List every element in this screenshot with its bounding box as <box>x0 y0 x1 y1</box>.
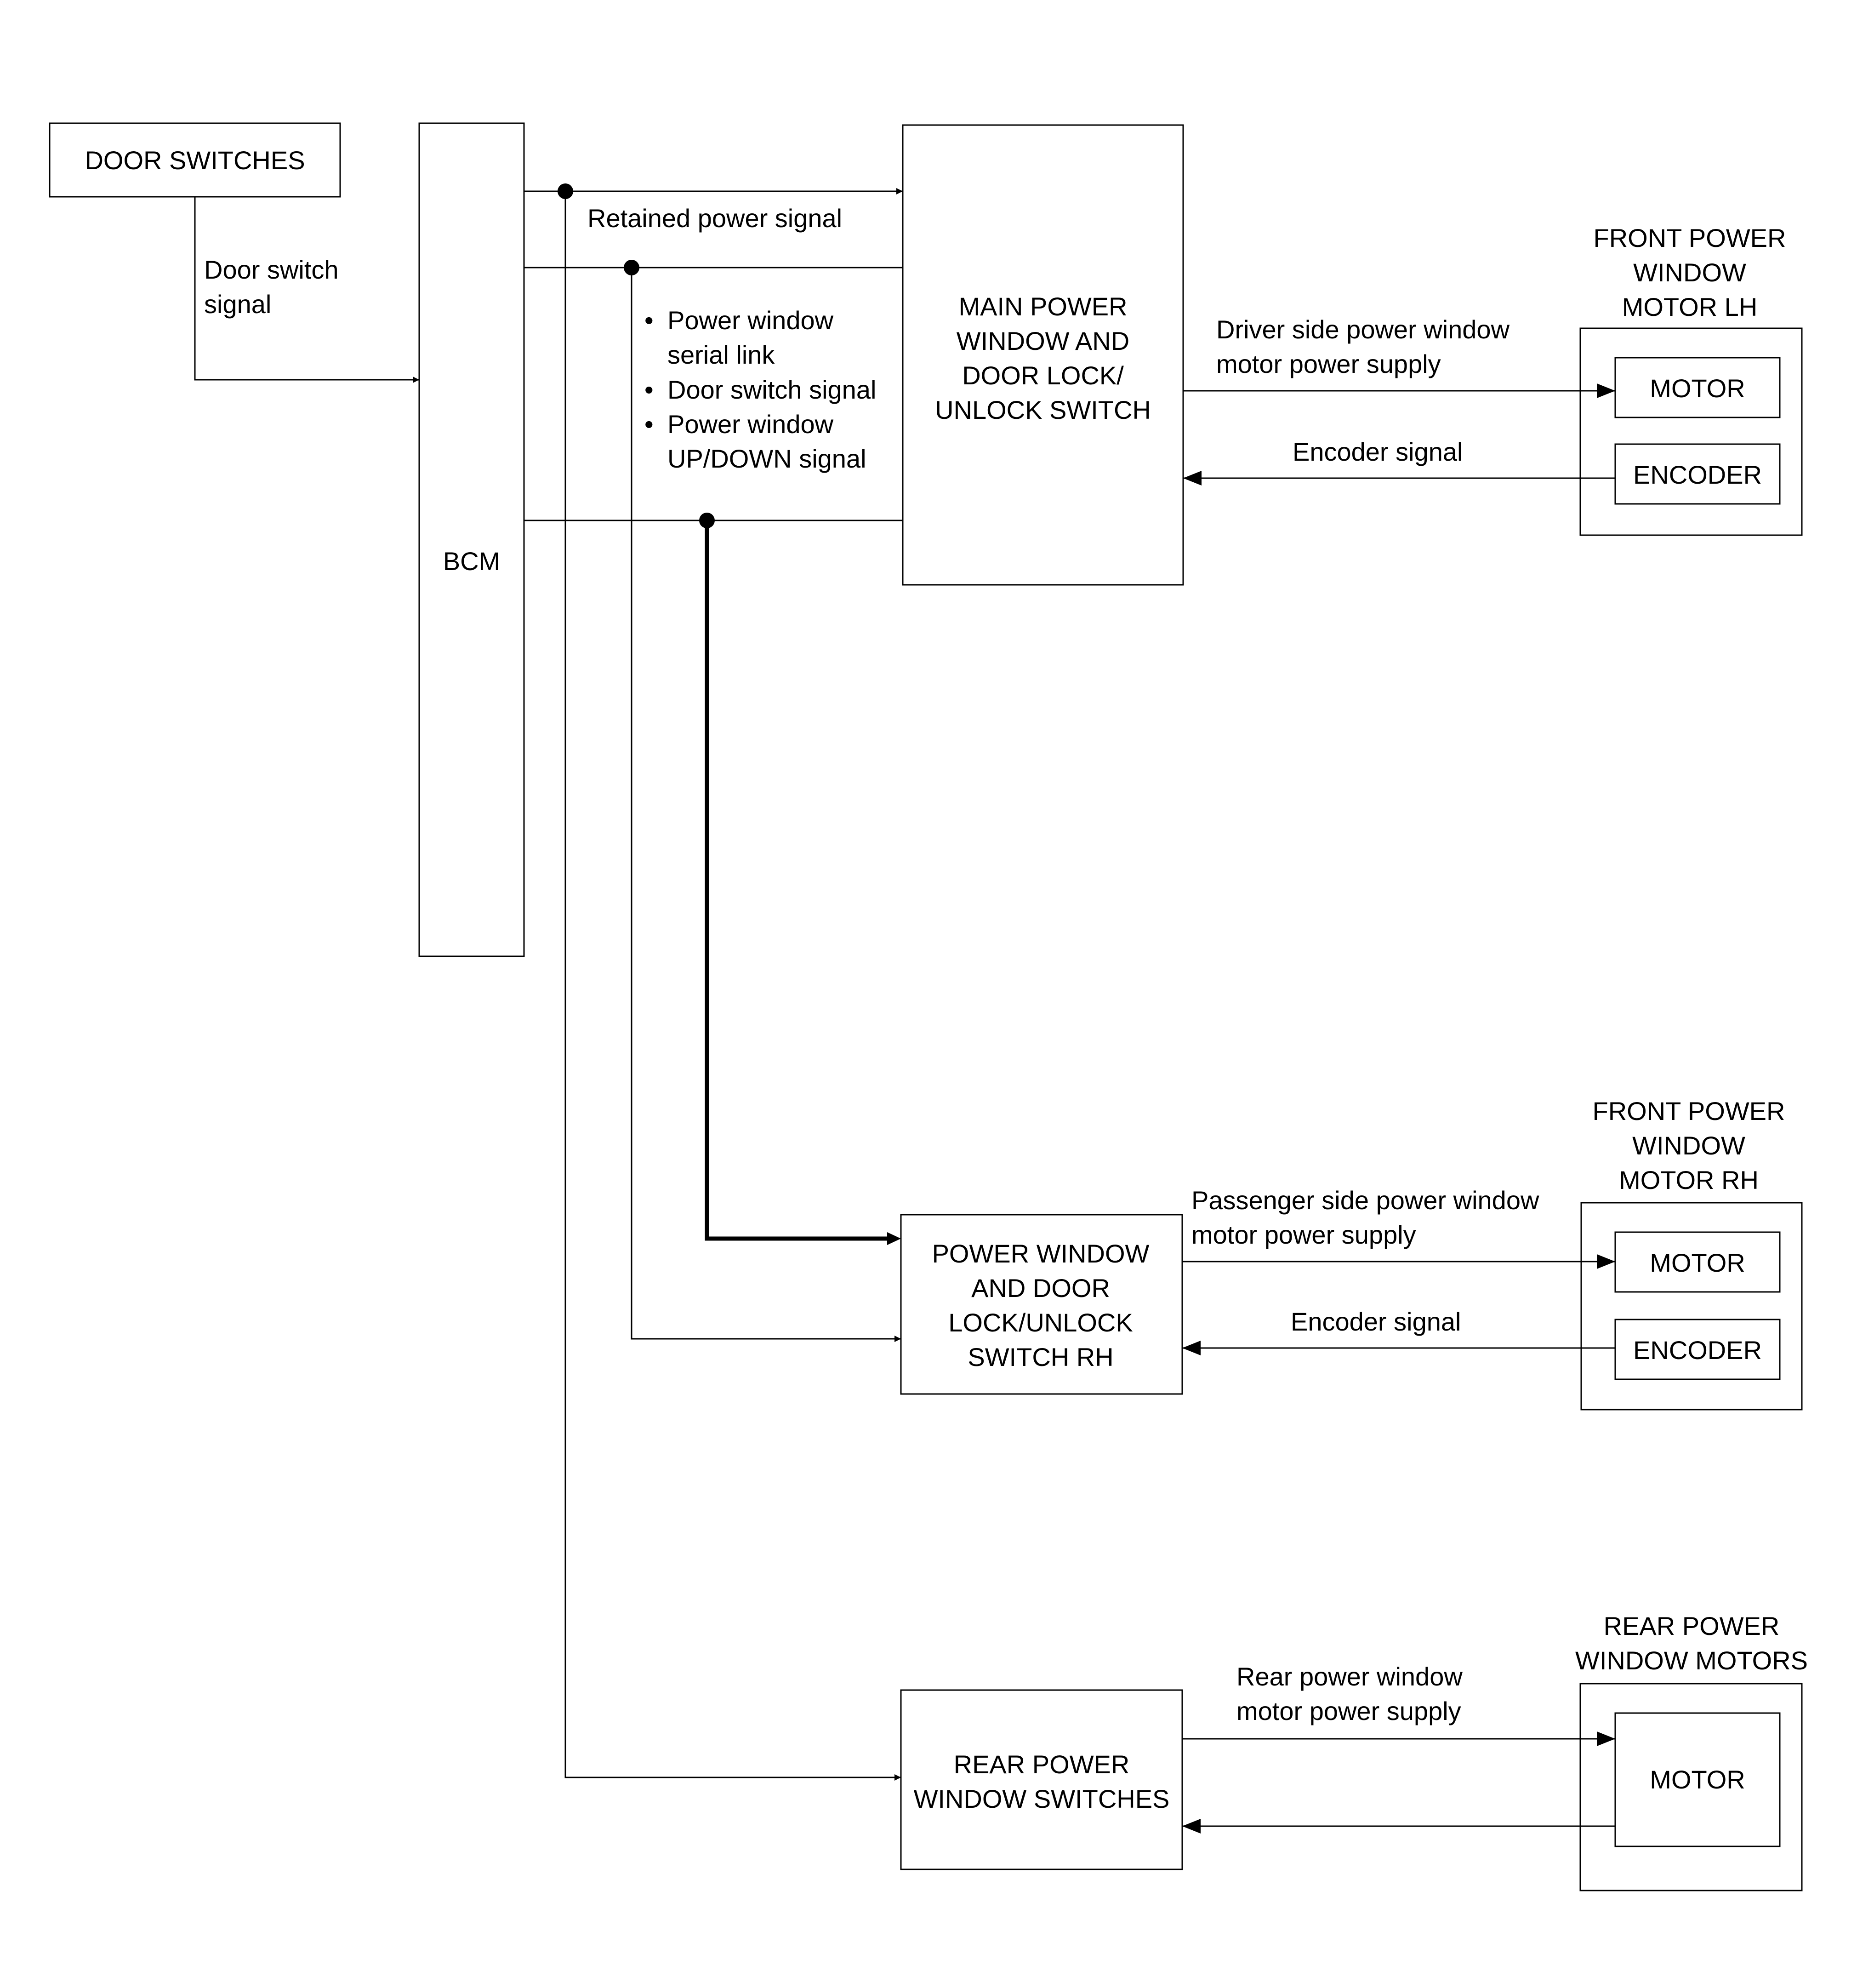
front-rh-motor-box: MOTOR <box>1614 1231 1781 1293</box>
passenger-supply-label-line-2: motor power supply <box>1191 1220 1416 1249</box>
bullet-3: • <box>644 410 654 439</box>
front-rh-title-line-1: FRONT POWER <box>1593 1097 1785 1125</box>
door-switches-label: DOOR SWITCHES <box>85 146 305 175</box>
front-power-window-motor-rh: FRONT POWER WINDOW MOTOR RH MOTOR ENCODE… <box>1580 1097 1803 1411</box>
rear-supply-label-line-2: motor power supply <box>1236 1697 1461 1725</box>
bold-signal-arrowhead <box>887 1232 901 1245</box>
bcm-list-item-1-line-2: serial link <box>667 340 775 369</box>
front-lh-encoder-label: ENCODER <box>1633 460 1762 489</box>
driver-supply-label-line-1: Driver side power window <box>1216 315 1510 344</box>
front-lh-motor-label: MOTOR <box>1650 374 1745 403</box>
rear-title-line-1: REAR POWER <box>1604 1611 1780 1640</box>
bcm-list-item-3-line-1: Power window <box>667 410 834 439</box>
front-rh-encoder-label: ENCODER <box>1633 1336 1762 1365</box>
rear-supply-label-line-1: Rear power window <box>1236 1662 1463 1691</box>
bcm-label: BCM <box>443 547 500 576</box>
bcm-list-item-1-line-1: Power window <box>667 306 834 335</box>
main-switch-label-line-4: UNLOCK SWITCH <box>935 395 1151 424</box>
front-rh-title-line-2: WINDOW <box>1632 1131 1745 1160</box>
door-switch-signal-label-line-2: signal <box>204 290 271 319</box>
rear-motor-box: MOTOR <box>1614 1712 1781 1847</box>
retained-power-signal-label: Retained power signal <box>587 204 842 233</box>
rear-motor-label: MOTOR <box>1650 1765 1745 1794</box>
front-lh-title-line-2: WINDOW <box>1633 258 1746 287</box>
main-power-window-switch-block: MAIN POWER WINDOW AND DOOR LOCK/ UNLOCK … <box>902 124 1184 586</box>
door-switches-block: DOOR SWITCHES <box>49 122 341 198</box>
front-power-window-motor-lh: FRONT POWER WINDOW MOTOR LH MOTOR ENCODE… <box>1579 223 1803 536</box>
front-rh-encoder-box: ENCODER <box>1614 1319 1781 1380</box>
junction-dot-serial <box>624 260 639 275</box>
retained-power-trunk <box>564 191 901 1781</box>
rh-switch-label-line-4: SWITCH RH <box>968 1342 1113 1371</box>
rear-power-window-switches-block: REAR POWER WINDOW SWITCHES <box>900 1689 1183 1870</box>
door-switch-signal-label-line-1: Door switch <box>204 255 339 284</box>
bullet-1: • <box>644 306 654 335</box>
main-switch-label-line-2: WINDOW AND <box>957 326 1129 355</box>
front-lh-encoder-box: ENCODER <box>1614 443 1781 505</box>
serial-link-branch <box>631 268 901 1342</box>
rear-power-window-motors: REAR POWER WINDOW MOTORS MOTOR <box>1575 1611 1808 1891</box>
front-lh-motor-box: MOTOR <box>1614 357 1781 418</box>
rh-switch-label-line-2: AND DOOR <box>971 1274 1110 1302</box>
bcm-signal-list: • Power window serial link • Door switch… <box>644 306 876 473</box>
bcm-list-item-2: Door switch signal <box>667 375 876 404</box>
front-lh-title-line-1: FRONT POWER <box>1594 223 1786 252</box>
junction-dot-updown <box>699 513 715 528</box>
bcm-list-item-3-line-2: UP/DOWN signal <box>667 444 866 473</box>
front-rh-motor-label: MOTOR <box>1650 1248 1745 1277</box>
rear-title-line-2: WINDOW MOTORS <box>1575 1646 1808 1675</box>
front-rh-title-line-3: MOTOR RH <box>1619 1165 1759 1194</box>
front-rh-encoder-signal-label: Encoder signal <box>1291 1307 1461 1336</box>
bcm-block: BCM <box>418 122 525 957</box>
main-switch-label-line-3: DOOR LOCK/ <box>962 361 1124 390</box>
rear-switches-label-line-2: WINDOW SWITCHES <box>914 1784 1170 1813</box>
main-switch-label-line-1: MAIN POWER <box>958 292 1127 321</box>
rear-switches-label-line-1: REAR POWER <box>954 1750 1130 1779</box>
junction-dot-retained <box>558 183 573 199</box>
rh-switch-label-line-3: LOCK/UNLOCK <box>948 1308 1133 1337</box>
bold-signal-line <box>705 520 892 1241</box>
front-lh-title-line-3: MOTOR LH <box>1622 292 1758 321</box>
front-lh-encoder-signal-label: Encoder signal <box>1293 437 1463 466</box>
rh-switch-label-line-1: POWER WINDOW <box>932 1239 1150 1268</box>
power-window-switch-rh-block: POWER WINDOW AND DOOR LOCK/UNLOCK SWITCH… <box>900 1214 1183 1395</box>
passenger-supply-label-line-1: Passenger side power window <box>1191 1186 1539 1215</box>
bullet-2: • <box>644 375 654 404</box>
driver-supply-label-line-2: motor power supply <box>1216 349 1441 378</box>
door-switch-signal-line <box>194 197 419 383</box>
